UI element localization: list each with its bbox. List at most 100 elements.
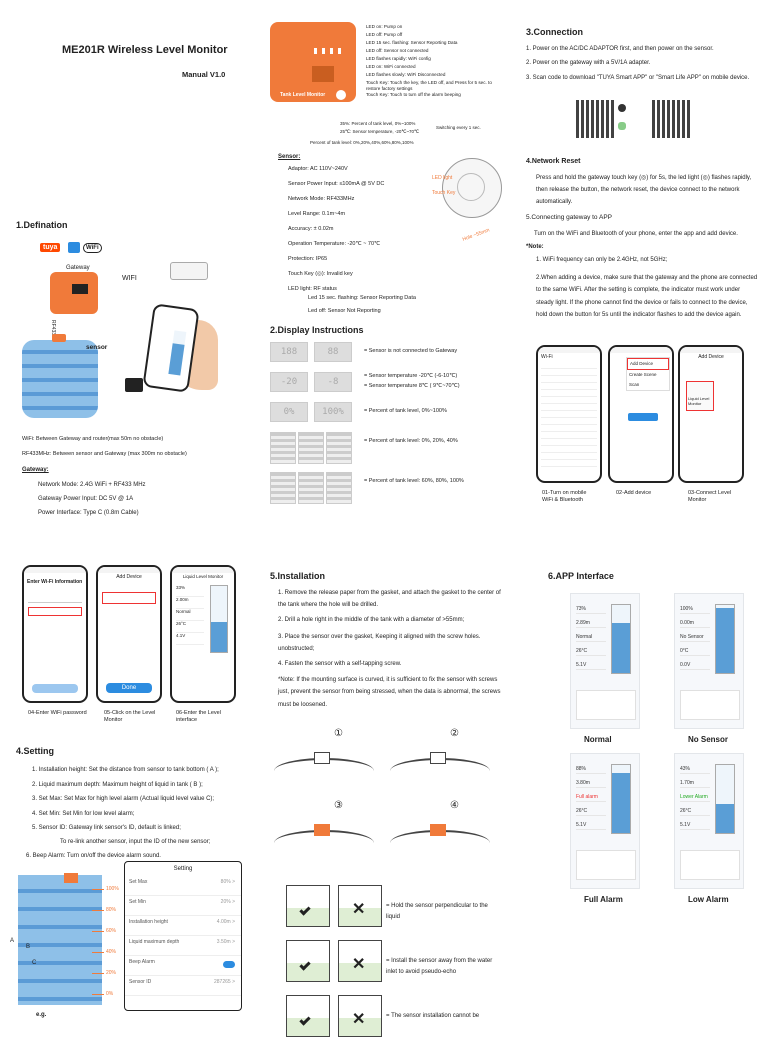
display-seg-a: 0%: [270, 402, 308, 422]
sensor-spec: Sensor Power Input: ≤100mA @ 5V DC: [288, 181, 385, 187]
caption-1: 01-Turn on mobile WiFi & Bluetooth: [542, 490, 587, 504]
phone2-scan[interactable]: Scan: [629, 382, 640, 388]
doc-title: ME201R Wireless Level Monitor: [62, 44, 228, 56]
install-step-picture: ③: [270, 797, 382, 861]
setting-key: Sensor ID: [129, 979, 152, 986]
wifi-network-row[interactable]: [541, 460, 597, 467]
tank-percent: 40%: [106, 949, 117, 955]
app-value: Lower Alarm: [680, 794, 710, 802]
wifi-network-row[interactable]: [541, 390, 597, 397]
setting-value: 4.00m >: [216, 919, 235, 926]
wifi-network-row[interactable]: [541, 432, 597, 439]
setting-row[interactable]: Beep Alarm: [125, 956, 241, 977]
setting-heading: 4.Setting: [16, 746, 55, 756]
phone2-add[interactable]: Add Device: [627, 358, 669, 371]
phone-gauge-fill: [168, 343, 185, 376]
sensor-on-tank: [52, 334, 66, 342]
phone5-status: [98, 567, 160, 573]
phone3-device-name: Liquid Level Monitor: [688, 396, 710, 407]
phone5-done[interactable]: Done: [106, 683, 152, 693]
app-value: 3.80m: [576, 780, 606, 788]
display-seg-b: 100%: [314, 402, 352, 422]
app-text: Turn on the WiFi and Bluetooth of your p…: [534, 231, 738, 237]
sensor-spec: Level Range: 0.1m~4m: [288, 211, 346, 217]
tank-tick: [92, 973, 104, 974]
wifi-network-row[interactable]: [541, 362, 597, 369]
app-history-chart: [576, 850, 636, 880]
app-value: 5.1V: [576, 822, 606, 830]
app-value: 0.00m: [680, 620, 710, 628]
display-level-bars: [298, 472, 324, 504]
phone6-gauge-fill: [211, 622, 227, 652]
phone5-device-card[interactable]: [102, 591, 156, 604]
display-heading: 2.Display Instructions: [270, 325, 364, 335]
phone3-device-card[interactable]: Liquid Level Monitor: [686, 381, 714, 411]
beep-toggle[interactable]: [223, 961, 235, 969]
wifi-network-row[interactable]: [541, 404, 597, 411]
app-value: 0.0V: [680, 662, 710, 670]
wifi-network-row[interactable]: [541, 446, 597, 453]
phone2-add-button[interactable]: [628, 413, 658, 421]
tank-sensor: [64, 873, 78, 883]
phone-add-device: Add Device Create Scene Scan: [608, 345, 674, 483]
wifi-network-row[interactable]: [541, 411, 597, 418]
display-level-bars: [326, 432, 352, 464]
phone4-password[interactable]: [28, 606, 82, 616]
display-level-bars: [298, 432, 324, 464]
wifi-network-row[interactable]: [541, 439, 597, 446]
phone4-ssid[interactable]: [28, 596, 82, 603]
letter-c: C: [32, 960, 37, 966]
phone5-title: Add Device: [116, 574, 142, 580]
display-desc: = Sensor is not connected to Gateway: [364, 348, 458, 354]
wifi-network-row[interactable]: [541, 418, 597, 425]
phone2-scene[interactable]: Create Scene: [629, 372, 657, 378]
reset-text: Press and hold the gateway touch key (◎)…: [536, 175, 752, 205]
caption-2: 02-Add device: [616, 490, 652, 496]
level-value: 26°C: [176, 621, 204, 633]
sensor-part: [314, 824, 330, 836]
app-value: 5.1V: [680, 822, 710, 830]
install-num: ④: [450, 800, 459, 811]
wifi-network-row[interactable]: [541, 369, 597, 376]
display-desc: = Sensor temperature -20℃ (-6-10℃) = Sen…: [364, 373, 460, 389]
tank-percent: 80%: [106, 907, 117, 913]
wifi-network-row[interactable]: [541, 376, 597, 383]
led-note: LED flashes slowly: WiFi Disconnected: [366, 71, 446, 77]
cross-icon: ✕: [352, 901, 366, 918]
wifi-network-row[interactable]: [541, 383, 597, 390]
level-value: Normal: [176, 609, 204, 621]
app-value: 26°C: [680, 808, 710, 816]
display-seg-b: -8: [314, 372, 352, 392]
sensor-spec: Touch Key (◎): Invalid key: [288, 271, 353, 277]
gateway-device: [50, 272, 98, 314]
tank-percent: 0%: [106, 991, 114, 997]
app-screen-label: Normal: [584, 735, 612, 744]
led-note: Touch Key: Touch the key, the LED off, a…: [366, 79, 492, 91]
app-value: 2.89m: [576, 620, 606, 628]
phone-gauge: [168, 330, 187, 376]
wifi-network-row[interactable]: [541, 453, 597, 460]
app-gauge: [611, 764, 631, 834]
tank-diagram: [18, 875, 102, 1005]
app-value: 88%: [576, 766, 606, 774]
cross-icon: ✕: [352, 956, 366, 973]
phone4-next[interactable]: [32, 684, 78, 693]
wifi-badge: WiFi: [83, 243, 102, 253]
sensor-device-image: [442, 158, 502, 218]
hole-label: Hole ~55mm: [461, 227, 491, 243]
app-history-chart: [680, 850, 740, 880]
app-history-chart: [576, 690, 636, 720]
wifi-network-row[interactable]: [541, 425, 597, 432]
wifi-network-row[interactable]: [541, 397, 597, 404]
gateway-screen: [72, 284, 88, 294]
installation-heading: 5.Installation: [270, 571, 326, 581]
